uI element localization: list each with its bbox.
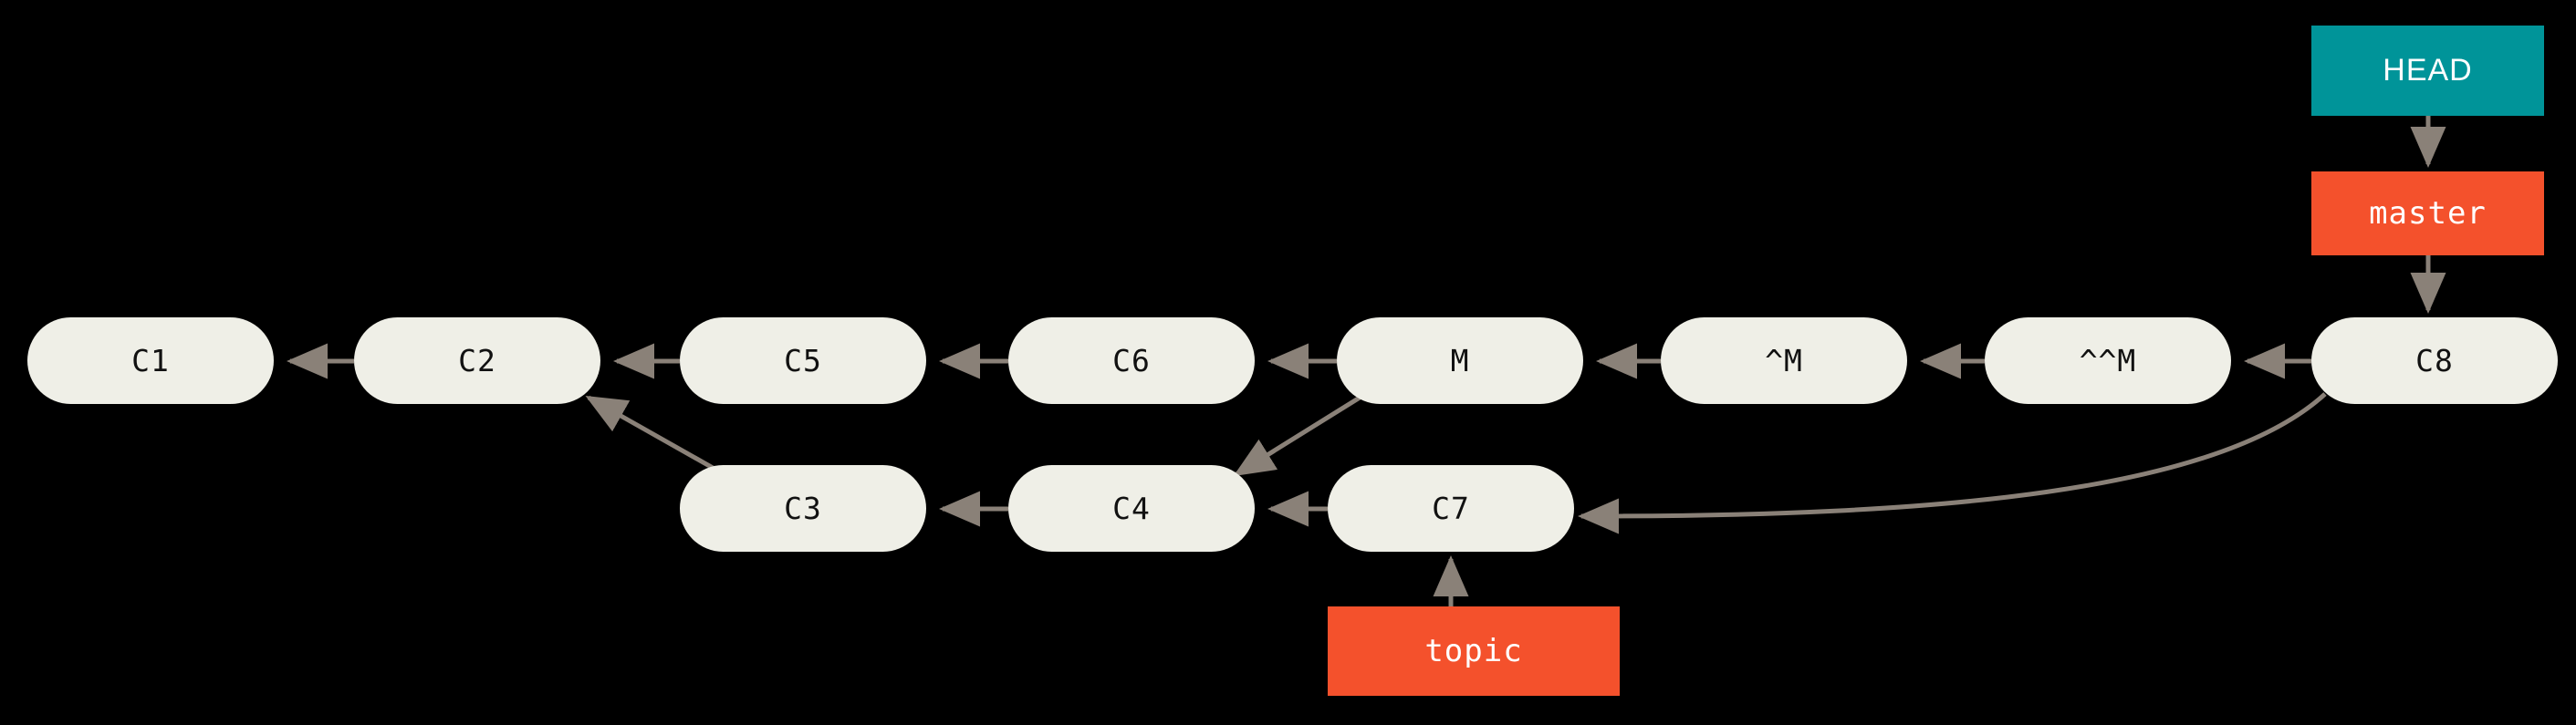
edge-c3-c2 — [585, 395, 723, 475]
edge-m-c4 — [1233, 395, 1361, 477]
commit-label: C1 — [131, 343, 170, 378]
commit-node-c5[interactable]: C5 — [680, 317, 926, 404]
commit-label: C2 — [458, 343, 496, 378]
commit-node-c1[interactable]: C1 — [27, 317, 274, 404]
ref-label-topic[interactable]: topic — [1328, 606, 1620, 696]
edge-c8-c7 — [1577, 392, 2327, 534]
commit-node-caret-caret-m[interactable]: ^^M — [1985, 317, 2231, 404]
commit-label: C4 — [1112, 491, 1151, 526]
commit-node-c2[interactable]: C2 — [354, 317, 600, 404]
commit-label: M — [1450, 343, 1470, 378]
commit-label: C6 — [1112, 343, 1151, 378]
commit-label: ^M — [1765, 343, 1803, 378]
commit-label: C8 — [2415, 343, 2454, 378]
commit-label: C3 — [784, 491, 822, 526]
ref-label-text: master — [2369, 195, 2487, 232]
commit-label: C7 — [1432, 491, 1470, 526]
commit-node-c6[interactable]: C6 — [1008, 317, 1255, 404]
ref-label-text: topic — [1424, 633, 1523, 669]
ref-label-text: HEAD — [2383, 53, 2473, 88]
commit-label: C5 — [784, 343, 822, 378]
ref-label-head[interactable]: HEAD — [2311, 26, 2544, 116]
commit-node-c8[interactable]: C8 — [2311, 317, 2558, 404]
commit-node-caret-m[interactable]: ^M — [1661, 317, 1907, 404]
commit-label: ^^M — [2079, 343, 2137, 378]
commit-node-c4[interactable]: C4 — [1008, 465, 1255, 552]
commit-node-m[interactable]: M — [1337, 317, 1583, 404]
ref-label-master[interactable]: master — [2311, 171, 2544, 255]
commit-node-c7[interactable]: C7 — [1328, 465, 1574, 552]
commit-node-c3[interactable]: C3 — [680, 465, 926, 552]
